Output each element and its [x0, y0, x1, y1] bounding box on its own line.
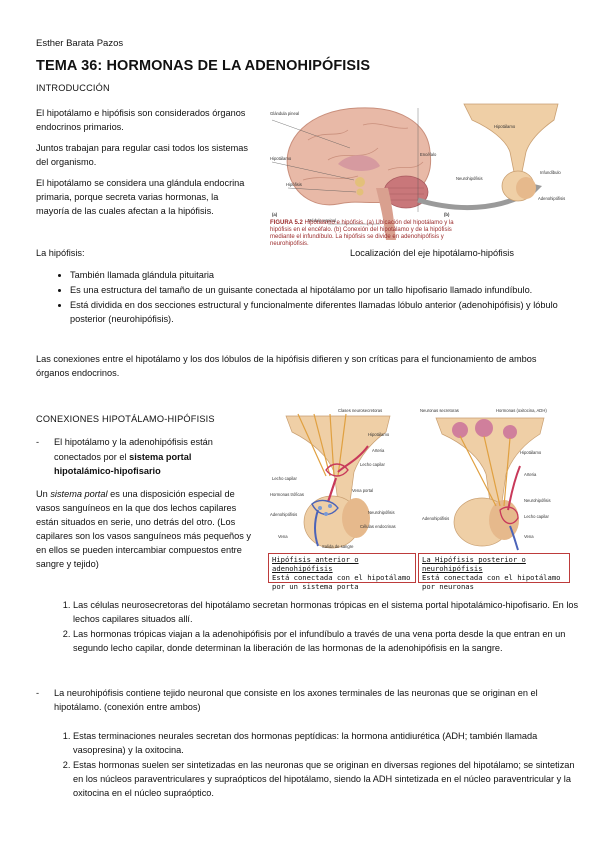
- author-name: Esther Barata Pazos: [36, 38, 124, 49]
- label-neurohipofisis: Neurohipófisis: [524, 498, 551, 503]
- caption-text: Está conectada con el hipotálamo por neu…: [422, 573, 561, 591]
- dash-text: La neurohipófisis contiene tejido neuron…: [54, 688, 538, 712]
- label-adenohipofisis: Adenohipófisis: [270, 512, 297, 517]
- portal-system-illustration: Clases neurosecretoras Hipotálamo Arteri…: [270, 408, 396, 549]
- neurohipofisis-steps-list: Estas terminaciones neurales secretan do…: [56, 729, 581, 801]
- portal-italic-term: sistema portal: [50, 489, 108, 499]
- list-item: Las células neurosecretoras del hipotála…: [73, 598, 581, 626]
- label-arteria: Arteria: [524, 472, 537, 477]
- figure1-caption-number: FIGURA 5.2: [270, 220, 303, 226]
- panel-b-label: (b): [444, 212, 450, 217]
- hipofisis-label: La hipófisis:: [36, 248, 85, 258]
- label-hormonas: Hormonas tróficas: [270, 492, 304, 497]
- panel-a-label: (a): [272, 212, 278, 217]
- label-salida: Salida de sangre: [322, 544, 354, 549]
- intro-paragraph: El hipotálamo se considera una glándula …: [36, 178, 245, 216]
- dash-bold-term: sistema portal hipotalámico-hipofisario: [54, 451, 192, 477]
- localizacion-label: Localización del eje hipotálamo-hipófisi…: [350, 248, 514, 258]
- caption-title: La Hipófisis posterior o neurohipófisis: [422, 555, 526, 573]
- list-item: Las hormonas trópicas viajan a la adenoh…: [73, 627, 581, 655]
- hipofisis-bullet-list: También llamada glándula pituitaria Es u…: [56, 268, 575, 327]
- label-hipotalamo-b: Hipotálamo: [494, 124, 516, 129]
- neural-connection-illustration: Neuronas secretoras Hormonas (oxitocina,…: [420, 408, 551, 551]
- list-item: Es una estructura del tamaño de un guisa…: [70, 283, 575, 297]
- list-item: Está dividida en dos secciones estructur…: [70, 298, 575, 326]
- neurohipofisis-figure: Neuronas secretoras Hormonas (oxitocina,…: [420, 406, 560, 552]
- portal-definition-paragraph: Un sistema portal es una disposición esp…: [36, 487, 254, 571]
- label-encefalo: Encéfalo: [420, 152, 437, 157]
- figure1-caption-text: Hipotálamo e hipófisis. (a) Ubicación de…: [270, 220, 454, 247]
- adenohipofisis-caption: Hipófisis anterior o adenohipófisis Está…: [268, 553, 416, 591]
- figure1-caption: FIGURA 5.2 Hipotálamo e hipófisis. (a) U…: [270, 220, 470, 248]
- neurohipofisis-dash-item: - La neurohipófisis contiene tejido neur…: [36, 686, 556, 714]
- label-neuronas: Neuronas secretoras: [420, 408, 459, 413]
- page-title: TEMA 36: HORMONAS DE LA ADENOHIPÓFISIS: [36, 58, 371, 74]
- label-medula: Médula espinal: [308, 218, 336, 223]
- portal-steps-list: Las células neurosecretoras del hipotála…: [56, 598, 581, 656]
- label-lecho2: Lecho capilar: [272, 476, 298, 481]
- portal-rest: es una disposición especial de vasos san…: [36, 489, 252, 569]
- dash-text: El hipotálamo y la adenohipófisis están …: [54, 437, 213, 462]
- section-heading-introduccion: INTRODUCCIÓN: [36, 83, 110, 93]
- label-lecho: Lecho capilar: [524, 514, 550, 519]
- label-lecho1: Lecho capilar: [360, 462, 386, 467]
- label-vena: Vena portal: [352, 488, 373, 493]
- label-hipotalamo: Hipotálamo: [520, 450, 542, 455]
- intro-text: El hipotálamo e hipófisis son considerad…: [36, 106, 254, 225]
- label-infundibulo: Infundíbulo: [540, 170, 561, 175]
- label-vena: Vena: [524, 534, 534, 539]
- brain-pituitary-illustration: Glándula pineal Hipotálamo Hipófisis Méd…: [270, 103, 565, 240]
- intro-paragraph: El hipotálamo e hipófisis son considerad…: [36, 108, 246, 132]
- label-adenohipofisis: Adenohipófisis: [422, 516, 449, 521]
- dash-marker: -: [36, 688, 40, 698]
- portal-prefix: Un: [36, 489, 48, 499]
- label-celulas: Células endocrinas: [360, 524, 396, 529]
- label-vena2: Vena: [278, 534, 288, 539]
- label-adenohipofisis: Adenohipófisis: [538, 196, 565, 201]
- adenohipofisis-figure: Clases neurosecretoras Hipotálamo Arteri…: [268, 406, 408, 552]
- brain-pituitary-figure: Glándula pineal Hipotálamo Hipófisis Méd…: [268, 100, 568, 248]
- conexiones-paragraph: Las conexiones entre el hipotálamo y los…: [36, 354, 537, 378]
- label-neurohipofisis: Neurohipófisis: [456, 176, 483, 181]
- section-heading-conexiones: CONEXIONES HIPOTÁLAMO-HIPÓFISIS: [36, 414, 215, 424]
- list-item: Estas hormonas suelen ser sintetizadas e…: [73, 758, 581, 800]
- list-item: También llamada glándula pituitaria: [70, 268, 575, 282]
- label-hipofisis: Hipófisis: [286, 182, 302, 187]
- label-clases: Clases neurosecretoras: [338, 408, 382, 413]
- label-hipotalamo: Hipotálamo: [270, 156, 292, 161]
- label-arteria: Arteria: [372, 448, 385, 453]
- label-neurohipofisis: Neurohipófisis: [368, 510, 395, 515]
- dash-marker: -: [36, 437, 40, 447]
- portal-system-dash-item: - El hipotálamo y la adenohipófisis está…: [36, 435, 251, 479]
- neurohipofisis-caption: La Hipófisis posterior o neurohipófisis …: [418, 553, 570, 591]
- caption-title: Hipófisis anterior o adenohipófisis: [272, 555, 359, 573]
- label-pineal: Glándula pineal: [270, 111, 299, 116]
- list-item: Estas terminaciones neurales secretan do…: [73, 729, 581, 757]
- label-hipotalamo: Hipotálamo: [368, 432, 390, 437]
- label-hormonas: Hormonas (oxitocina, ADH): [496, 408, 547, 413]
- caption-text: Está conectada con el hipotálamo por un …: [272, 573, 411, 591]
- intro-paragraph: Juntos trabajan para regular casi todos …: [36, 143, 248, 167]
